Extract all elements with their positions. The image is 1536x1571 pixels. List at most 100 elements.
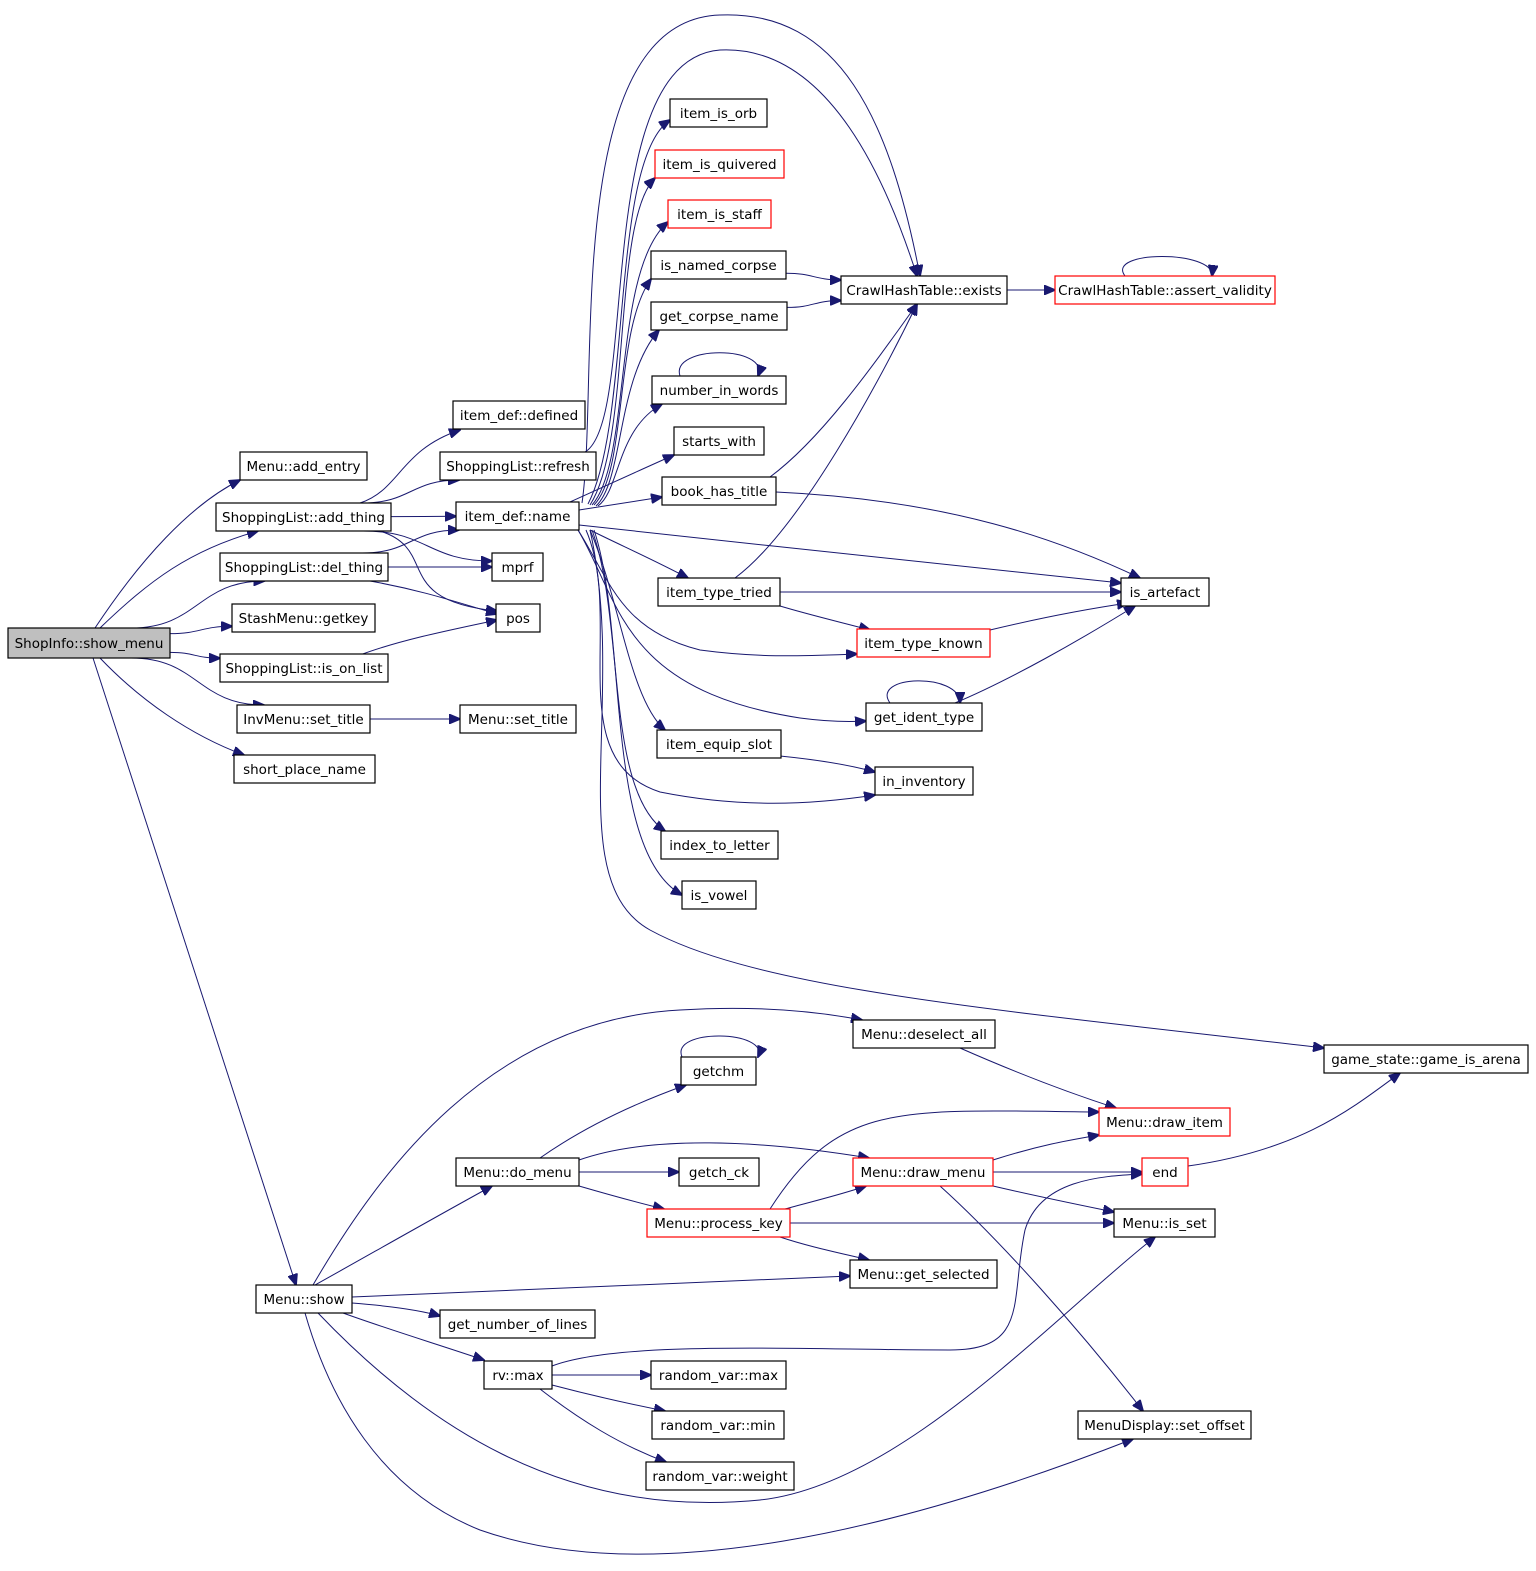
node-box[interactable] bbox=[1054, 275, 1276, 305]
node-is-named-corpse[interactable]: is_named_corpse bbox=[650, 250, 787, 280]
node-box[interactable] bbox=[7, 627, 171, 659]
node-box[interactable] bbox=[455, 501, 580, 531]
node-box[interactable] bbox=[681, 880, 757, 910]
node-box[interactable] bbox=[650, 301, 788, 331]
node-add-entry[interactable]: Menu::add_entry bbox=[239, 451, 368, 481]
node-box[interactable] bbox=[660, 830, 779, 860]
node-game-is-arena[interactable]: game_state::game_is_arena bbox=[1323, 1044, 1529, 1074]
node-end[interactable]: end bbox=[1141, 1157, 1189, 1187]
node-getkey[interactable]: StashMenu::getkey bbox=[231, 603, 376, 633]
node-del-thing[interactable]: ShoppingList::del_thing bbox=[219, 552, 389, 582]
node-box[interactable] bbox=[452, 400, 586, 430]
node-number-in-words[interactable]: number_in_words bbox=[651, 375, 787, 405]
node-box[interactable] bbox=[667, 199, 772, 229]
node-get-number-of-lines[interactable]: get_number_of_lines bbox=[439, 1309, 596, 1339]
node-short-place-name[interactable]: short_place_name bbox=[233, 754, 376, 784]
node-show-menu[interactable]: ShopInfo::show_menu bbox=[7, 627, 171, 659]
node-box[interactable] bbox=[669, 98, 768, 128]
node-is-vowel[interactable]: is_vowel bbox=[681, 880, 757, 910]
node-index-to-letter[interactable]: index_to_letter bbox=[660, 830, 779, 860]
node-item-equip-slot[interactable]: item_equip_slot bbox=[656, 729, 782, 759]
node-box[interactable] bbox=[650, 1360, 787, 1390]
node-item-type-tried[interactable]: item_type_tried bbox=[657, 577, 781, 607]
node-box[interactable] bbox=[495, 603, 541, 633]
node-box[interactable] bbox=[233, 754, 376, 784]
node-box[interactable] bbox=[645, 1461, 795, 1491]
node-exists[interactable]: CrawlHashTable::exists bbox=[840, 275, 1008, 305]
node-starts-with[interactable]: starts_with bbox=[673, 426, 765, 456]
node-box[interactable] bbox=[255, 1284, 353, 1314]
node-box[interactable] bbox=[219, 552, 389, 582]
node-do-menu[interactable]: Menu::do_menu bbox=[455, 1157, 580, 1187]
node-name[interactable]: item_def::name bbox=[455, 501, 580, 531]
node-pos[interactable]: pos bbox=[495, 603, 541, 633]
node-box[interactable] bbox=[1120, 577, 1210, 607]
node-box[interactable] bbox=[678, 1157, 760, 1187]
node-box[interactable] bbox=[680, 1056, 757, 1086]
node-box[interactable] bbox=[651, 375, 787, 405]
node-item-is-quivered[interactable]: item_is_quivered bbox=[654, 149, 785, 179]
node-box[interactable] bbox=[439, 1309, 596, 1339]
node-menu-set-title[interactable]: Menu::set_title bbox=[459, 704, 577, 734]
node-mprf[interactable]: mprf bbox=[491, 552, 544, 582]
node-assert-validity[interactable]: CrawlHashTable::assert_validity bbox=[1054, 275, 1276, 305]
node-getch-ck[interactable]: getch_ck bbox=[678, 1157, 760, 1187]
node-item-is-staff[interactable]: item_is_staff bbox=[667, 199, 772, 229]
node-menu-show[interactable]: Menu::show bbox=[255, 1284, 353, 1314]
node-refresh[interactable]: ShoppingList::refresh bbox=[439, 451, 597, 481]
node-box[interactable] bbox=[650, 250, 787, 280]
node-box[interactable] bbox=[483, 1360, 553, 1390]
node-random-var-max[interactable]: random_var::max bbox=[650, 1360, 787, 1390]
node-is-set[interactable]: Menu::is_set bbox=[1113, 1208, 1216, 1238]
node-box[interactable] bbox=[856, 628, 991, 658]
node-getchm[interactable]: getchm bbox=[680, 1056, 757, 1086]
node-set-offset[interactable]: MenuDisplay::set_offset bbox=[1077, 1410, 1252, 1440]
node-box[interactable] bbox=[852, 1157, 994, 1187]
node-box[interactable] bbox=[1113, 1208, 1216, 1238]
node-box[interactable] bbox=[1077, 1410, 1252, 1440]
node-draw-item[interactable]: Menu::draw_item bbox=[1098, 1107, 1231, 1137]
node-box[interactable] bbox=[239, 451, 368, 481]
node-box[interactable] bbox=[459, 704, 577, 734]
node-item-type-known[interactable]: item_type_known bbox=[856, 628, 991, 658]
node-defined[interactable]: item_def::defined bbox=[452, 400, 586, 430]
node-random-var-min[interactable]: random_var::min bbox=[651, 1410, 785, 1440]
node-box[interactable] bbox=[455, 1157, 580, 1187]
node-box[interactable] bbox=[865, 702, 983, 732]
node-get-corpse-name[interactable]: get_corpse_name bbox=[650, 301, 788, 331]
node-box[interactable] bbox=[874, 766, 974, 796]
node-add-thing[interactable]: ShoppingList::add_thing bbox=[215, 502, 392, 532]
node-box[interactable] bbox=[215, 502, 392, 532]
node-random-var-weight[interactable]: random_var::weight bbox=[645, 1461, 795, 1491]
node-box[interactable] bbox=[673, 426, 765, 456]
node-is-on-list[interactable]: ShoppingList::is_on_list bbox=[219, 653, 389, 683]
node-is-artefact[interactable]: is_artefact bbox=[1120, 577, 1210, 607]
node-box[interactable] bbox=[231, 603, 376, 633]
node-item-is-orb[interactable]: item_is_orb bbox=[669, 98, 768, 128]
node-rv-max[interactable]: rv::max bbox=[483, 1360, 553, 1390]
node-box[interactable] bbox=[656, 729, 782, 759]
node-box[interactable] bbox=[491, 552, 544, 582]
node-box[interactable] bbox=[852, 1019, 996, 1049]
node-box[interactable] bbox=[646, 1208, 791, 1238]
node-box[interactable] bbox=[849, 1259, 998, 1289]
node-book-has-title[interactable]: book_has_title bbox=[661, 476, 777, 506]
node-box[interactable] bbox=[1323, 1044, 1529, 1074]
node-box[interactable] bbox=[840, 275, 1008, 305]
node-get-ident-type[interactable]: get_ident_type bbox=[865, 702, 983, 732]
node-box[interactable] bbox=[651, 1410, 785, 1440]
node-box[interactable] bbox=[1098, 1107, 1231, 1137]
node-box[interactable] bbox=[236, 704, 371, 734]
node-process-key[interactable]: Menu::process_key bbox=[646, 1208, 791, 1238]
node-box[interactable] bbox=[219, 653, 389, 683]
node-get-selected[interactable]: Menu::get_selected bbox=[849, 1259, 998, 1289]
node-box[interactable] bbox=[657, 577, 781, 607]
node-box[interactable] bbox=[654, 149, 785, 179]
node-draw-menu[interactable]: Menu::draw_menu bbox=[852, 1157, 994, 1187]
node-in-inventory[interactable]: in_inventory bbox=[874, 766, 974, 796]
node-inv-set-title[interactable]: InvMenu::set_title bbox=[236, 704, 371, 734]
node-box[interactable] bbox=[661, 476, 777, 506]
node-deselect-all[interactable]: Menu::deselect_all bbox=[852, 1019, 996, 1049]
node-box[interactable] bbox=[1141, 1157, 1189, 1187]
node-box[interactable] bbox=[439, 451, 597, 481]
